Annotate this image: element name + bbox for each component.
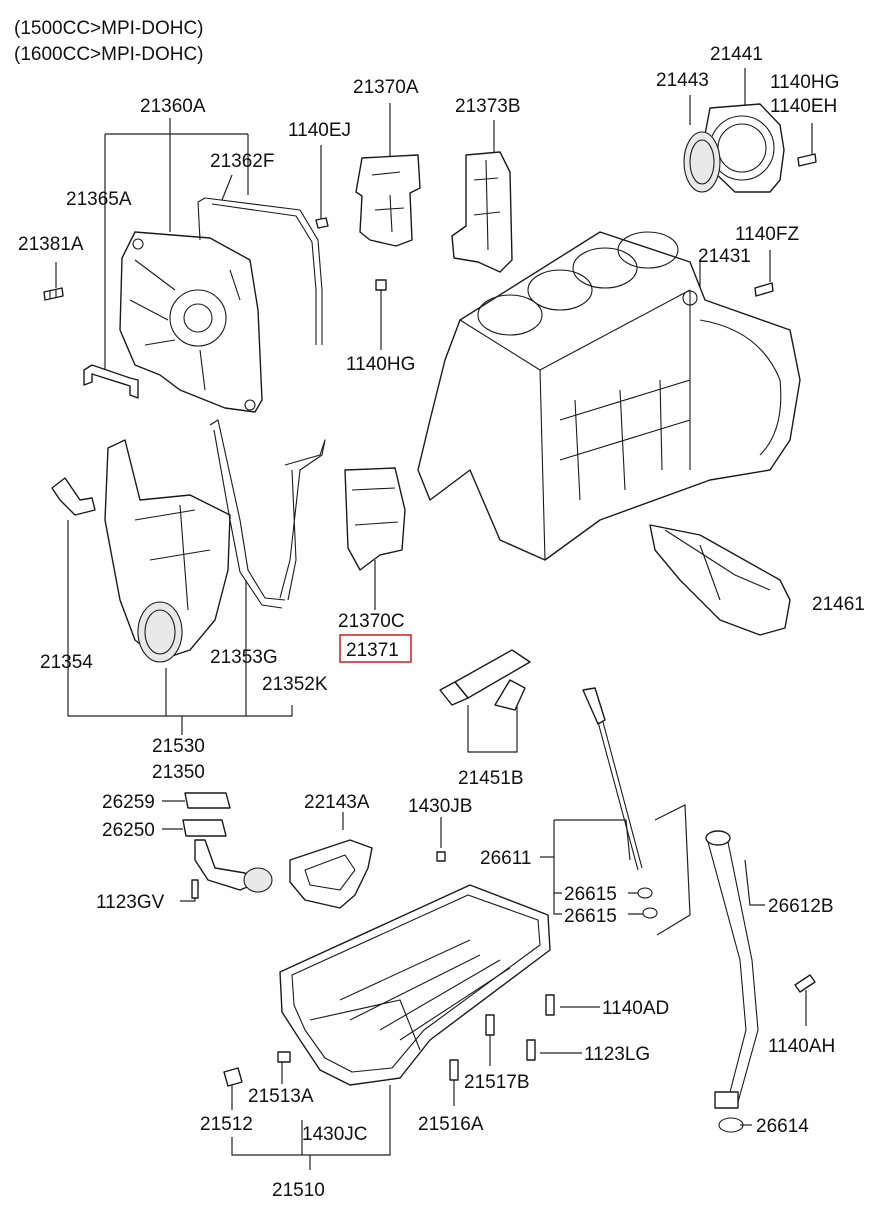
label-21354: 21354 — [40, 652, 93, 673]
label-1140EJ: 1140EJ — [288, 120, 351, 141]
label-1430JC: 1430JC — [302, 1124, 368, 1145]
cover-bracket-21370a — [355, 154, 421, 247]
bolt-1140eh — [797, 153, 817, 167]
drain-plug-21512 — [223, 1067, 243, 1087]
label-21461: 21461 — [812, 594, 865, 615]
plug-1430jb — [436, 851, 446, 862]
bolt-1140ah — [794, 974, 816, 993]
upper-cover-gasket — [197, 197, 323, 345]
label-21451B: 21451B — [458, 768, 524, 789]
bolt-21381a — [43, 287, 64, 301]
highlight-box-21371 — [339, 634, 412, 663]
label-21350: 21350 — [152, 762, 205, 783]
label-21530: 21530 — [152, 736, 205, 757]
label-21370A: 21370A — [353, 77, 419, 98]
bolt-1140ej — [315, 217, 329, 229]
gauge-guide-tube — [705, 830, 759, 1109]
label-26259: 26259 — [102, 792, 155, 813]
label-1430JB: 1430JB — [408, 796, 472, 817]
label-21510: 21510 — [272, 1180, 325, 1201]
cover-bracket-21370c — [344, 467, 406, 571]
label-21362F: 21362F — [210, 151, 274, 172]
label-1140AD: 1140AD — [602, 998, 669, 1019]
label-21381A: 21381A — [18, 234, 84, 255]
sealant-tube-21451b — [439, 649, 531, 711]
label-21513A: 21513A — [248, 1086, 314, 1107]
timing-belt-cover-upper — [119, 231, 263, 413]
gasket-26259 — [184, 792, 231, 809]
label-1140HG-b: 1140HG — [770, 72, 839, 93]
bolt-1123gv — [191, 879, 199, 899]
gasket-26250 — [182, 819, 227, 837]
part-labels: 21360A 21362F 21365A 21381A 1140EJ 21370… — [18, 44, 865, 1201]
oil-strainer — [194, 839, 273, 893]
header-line-2: (1600CC>MPI-DOHC) — [14, 44, 204, 65]
label-21441: 21441 — [710, 44, 763, 65]
rear-plate-21461 — [649, 524, 791, 636]
oil-pan — [279, 884, 551, 1086]
label-1140AH: 1140AH — [768, 1036, 835, 1057]
bolt-1123lg — [526, 1039, 536, 1061]
cover-seal-21365a — [83, 364, 139, 399]
label-1140HG-a: 1140HG — [346, 354, 415, 375]
label-1123GV: 1123GV — [96, 892, 165, 913]
label-26611: 26611 — [480, 848, 531, 869]
label-21365A: 21365A — [66, 189, 132, 210]
cylinder-block — [417, 231, 801, 561]
o-ring-26615-b — [642, 907, 658, 919]
label-26615-a: 26615 — [564, 884, 617, 905]
label-21352K: 21352K — [262, 674, 328, 695]
label-21353G: 21353G — [210, 647, 278, 668]
lower-cover-gasket-b — [279, 439, 326, 601]
label-26612B: 26612B — [768, 896, 834, 917]
label-1140EH: 1140EH — [770, 96, 837, 117]
label-21431: 21431 — [698, 246, 751, 267]
bolt-1140fz — [754, 282, 774, 297]
bolt-21517b — [485, 1014, 495, 1036]
lower-cover-gasket-a — [209, 419, 286, 609]
label-1140FZ: 1140FZ — [735, 224, 799, 245]
o-ring-26614 — [718, 1117, 744, 1133]
label-21517B: 21517B — [464, 1072, 530, 1093]
bolt-21516a — [449, 1059, 459, 1081]
oil-level-gauge — [582, 687, 643, 871]
washer-21513a — [277, 1051, 291, 1063]
label-26615-b: 26615 — [564, 906, 617, 927]
rear-oil-seal-case — [683, 103, 785, 193]
label-21370C: 21370C — [338, 611, 405, 632]
label-21371[interactable]: 21371 — [346, 640, 399, 661]
label-1123LG: 1123LG — [584, 1044, 650, 1065]
cover-clip-21354 — [51, 477, 96, 516]
label-21373B: 21373B — [455, 96, 521, 117]
label-26250: 26250 — [102, 820, 155, 841]
header-line-1: (1500CC>MPI-DOHC) — [14, 18, 204, 39]
label-21512: 21512 — [200, 1114, 253, 1135]
cover-bracket-21373b — [451, 151, 513, 273]
label-26614: 26614 — [756, 1116, 809, 1137]
timing-belt-cover-lower — [104, 439, 231, 663]
label-21443: 21443 — [656, 70, 709, 91]
label-21516A: 21516A — [418, 1114, 484, 1135]
bolt-1140hg-a — [375, 279, 387, 291]
oil-baffle-22143a — [289, 839, 373, 909]
label-21360A: 21360A — [140, 96, 206, 117]
bolt-1140ad — [545, 994, 555, 1016]
o-ring-26615-a — [637, 887, 653, 899]
label-22143A: 22143A — [304, 792, 370, 813]
